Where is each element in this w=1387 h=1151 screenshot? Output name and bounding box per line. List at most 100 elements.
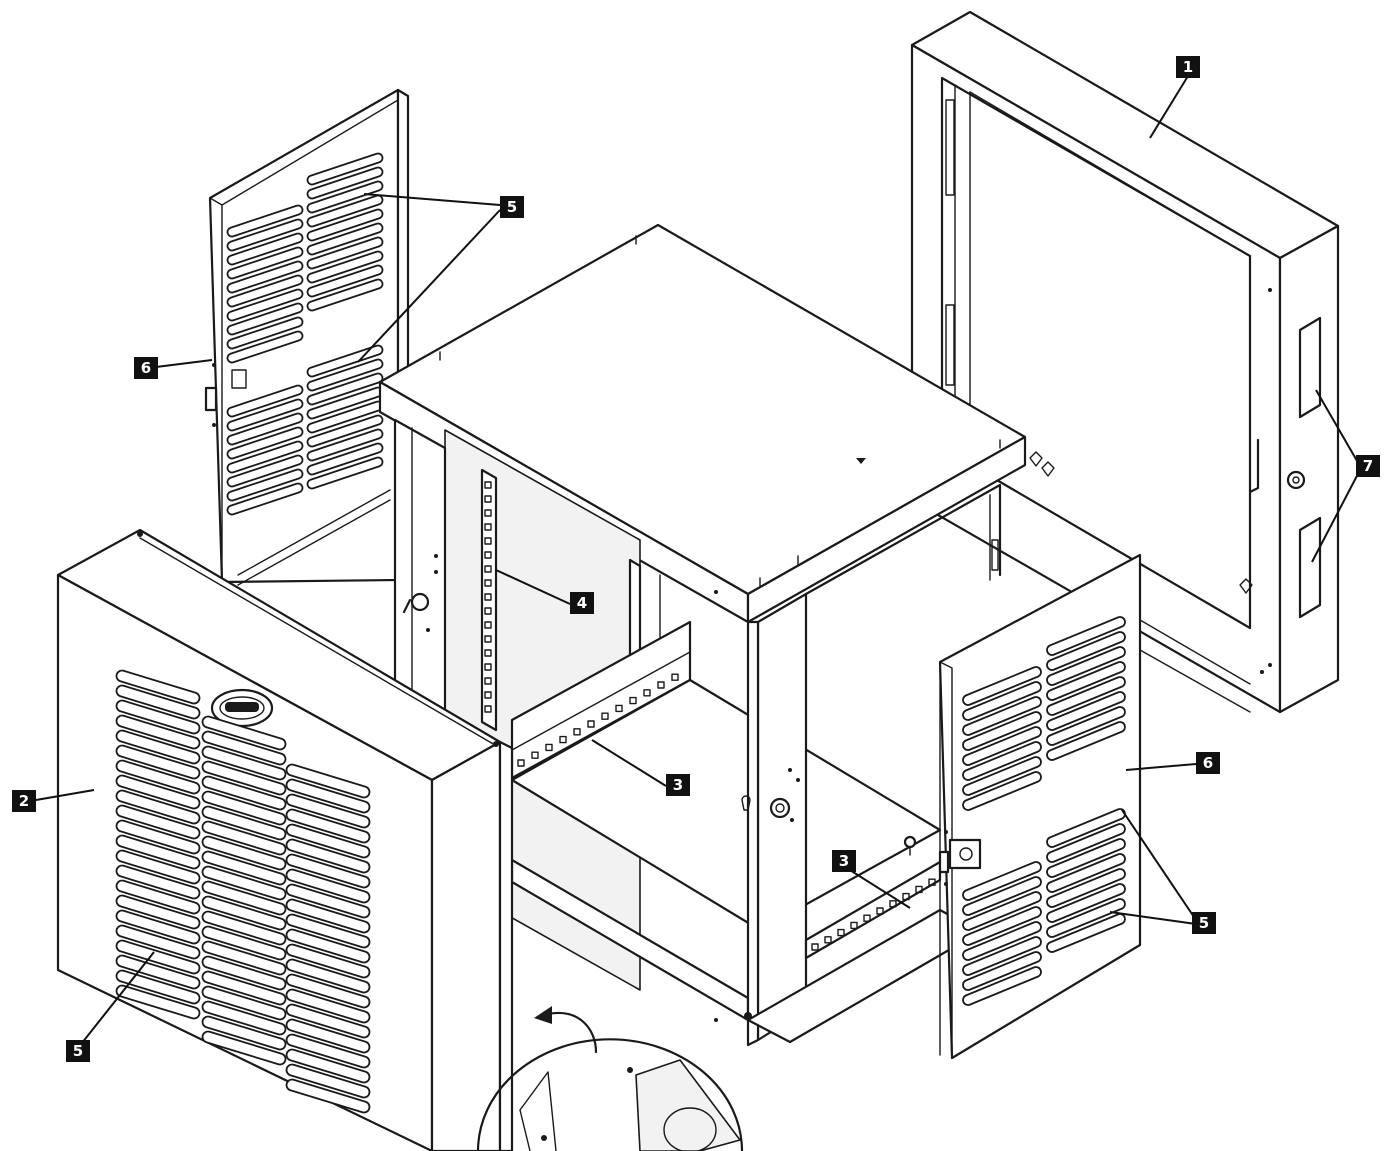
- louver-slot: [306, 278, 384, 312]
- svg-text:6: 6: [1203, 754, 1213, 772]
- rail-hole: [889, 900, 897, 908]
- louver-slot: [306, 180, 384, 214]
- louver-slot: [1046, 691, 1126, 731]
- louver-slot: [962, 771, 1042, 811]
- svg-text:5: 5: [507, 198, 517, 216]
- rail-hole: [545, 743, 553, 752]
- louver-slot: [226, 288, 304, 322]
- louver-slot: [201, 955, 287, 991]
- louver-slot: [285, 958, 371, 994]
- louver-slot: [306, 264, 384, 298]
- rail-hole: [484, 495, 492, 503]
- louver-slot: [115, 879, 201, 915]
- louver-slot: [201, 910, 287, 946]
- callout-5-front-door: 5: [66, 1040, 90, 1062]
- rail-hole: [484, 635, 492, 643]
- louver-slot: [306, 414, 384, 448]
- rail-hole: [573, 728, 581, 736]
- louver-slot: [962, 711, 1042, 751]
- rail-hole: [915, 885, 923, 894]
- callout-3-bottom: 3: [832, 850, 856, 872]
- rail-hole: [484, 691, 492, 699]
- louver-slot: [226, 246, 304, 280]
- louver-slot: [226, 330, 304, 364]
- louver-slot: [201, 985, 287, 1021]
- louver-slot: [285, 1003, 371, 1039]
- louver-slot: [201, 745, 287, 781]
- louver-slot: [115, 849, 201, 885]
- louver-slot: [285, 823, 371, 859]
- louver-slot: [962, 951, 1042, 991]
- rail-hole: [484, 621, 492, 629]
- louver-slot: [285, 1033, 371, 1069]
- louver-slot: [201, 805, 287, 841]
- rail-hole: [629, 696, 637, 705]
- louver-slot: [1046, 853, 1126, 893]
- louver-slot: [201, 865, 287, 901]
- louver-slot: [306, 166, 384, 200]
- louver-slot: [285, 1018, 371, 1054]
- rear-wall-frame: [910, 10, 1340, 714]
- rail-hole: [484, 677, 492, 685]
- leader-lines: [35, 75, 1361, 1049]
- louver-slot: [226, 232, 304, 266]
- louver-slot: [285, 838, 371, 874]
- callout-1: 1: [1176, 56, 1200, 78]
- louver-slot: [1046, 868, 1126, 908]
- right-panel-louvers: [962, 616, 1126, 1006]
- rail-hole: [484, 509, 492, 517]
- louver-slot: [962, 741, 1042, 781]
- rail-hole: [643, 689, 651, 697]
- louver-slot: [201, 940, 287, 976]
- louver-slot: [201, 925, 287, 961]
- louver-slot: [226, 398, 304, 432]
- louver-slot: [115, 984, 201, 1020]
- rail-hole: [484, 523, 492, 531]
- louver-slot: [1046, 706, 1126, 746]
- louver-slot: [201, 730, 287, 766]
- louver-slot: [226, 302, 304, 336]
- louver-slot: [962, 891, 1042, 931]
- louver-slot: [962, 681, 1042, 721]
- louver-slot: [226, 454, 304, 488]
- callout-4: 4: [570, 592, 594, 614]
- louver-slot: [115, 969, 201, 1005]
- louver-slot: [285, 1048, 371, 1084]
- louver-slot: [285, 1063, 371, 1099]
- rail-hole: [484, 705, 492, 713]
- rail-hole: [601, 712, 609, 720]
- louver-slot: [226, 482, 304, 516]
- svg-text:5: 5: [1199, 914, 1209, 932]
- rail-hole: [811, 943, 819, 951]
- louver-slot: [115, 729, 201, 765]
- louver-slot: [962, 921, 1042, 961]
- rail-hole: [559, 735, 567, 744]
- svg-text:7: 7: [1363, 457, 1373, 475]
- callout-5-right-panel: 5: [1192, 912, 1216, 934]
- louver-slot: [115, 834, 201, 870]
- louver-slot: [962, 756, 1042, 796]
- louver-slot: [1046, 838, 1126, 878]
- louver-slot: [115, 864, 201, 900]
- louver-slot: [226, 260, 304, 294]
- rail-hole: [484, 579, 492, 587]
- svg-text:3: 3: [839, 852, 849, 870]
- callout-6-right-panel: 6: [1196, 752, 1220, 774]
- louver-slot: [306, 442, 384, 476]
- rail-hole: [928, 878, 936, 886]
- louver-slot: [285, 973, 371, 1009]
- rail-hole: [824, 936, 832, 944]
- rail-hole: [484, 551, 492, 559]
- louver-slot: [306, 428, 384, 462]
- louver-slot: [1046, 661, 1126, 701]
- louver-slot: [306, 456, 384, 490]
- rail-hole: [615, 704, 623, 713]
- louver-slot: [1046, 883, 1126, 923]
- left-panel-louvers: [226, 152, 384, 516]
- louver-slot: [962, 906, 1042, 946]
- louver-slot: [1046, 721, 1126, 761]
- rail-hole: [657, 681, 665, 689]
- svg-text:6: 6: [141, 359, 151, 377]
- louver-slot: [201, 775, 287, 811]
- louver-slot: [226, 274, 304, 308]
